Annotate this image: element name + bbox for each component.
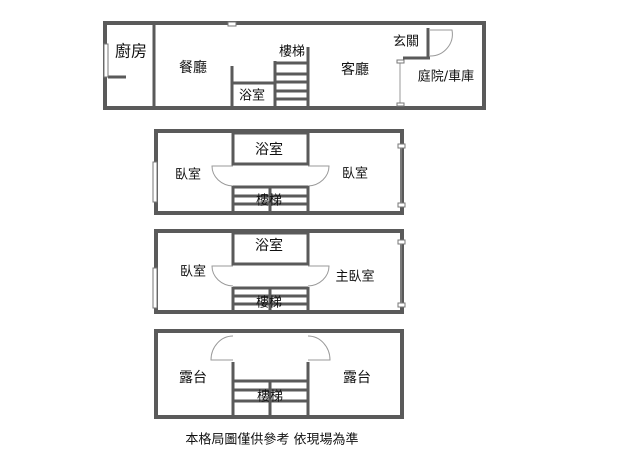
room-label-kitchen: 廚房 bbox=[115, 42, 147, 61]
stairs-2 bbox=[231, 185, 310, 211]
room-label-entry: 玄關 bbox=[393, 35, 419, 50]
stairs-4 bbox=[231, 362, 310, 417]
stairs-1 bbox=[273, 47, 310, 106]
room-label-terrace: 露台 bbox=[179, 370, 207, 386]
room-label-bath: 浴室 bbox=[239, 88, 265, 104]
floor-1: 廚房 餐廳 樓梯 浴室 客廳 玄關 庭院/車庫 bbox=[103, 21, 486, 110]
room-label-yard-garage: 庭院/車庫 bbox=[418, 69, 474, 85]
room-label-bath: 浴室 bbox=[255, 237, 283, 254]
room-label-living: 客廳 bbox=[341, 61, 369, 78]
floor-2: 浴室 臥室 臥室 樓梯 bbox=[152, 129, 406, 215]
room-label-stairs: 樓梯 bbox=[256, 194, 282, 209]
room-label-bedroom: 臥室 bbox=[342, 166, 368, 182]
room-label-stairs: 樓梯 bbox=[257, 390, 283, 405]
room-label-master-bedroom: 主臥室 bbox=[335, 269, 374, 285]
room-label-stairs: 樓梯 bbox=[256, 296, 282, 311]
room-label-bedroom: 臥室 bbox=[180, 264, 206, 280]
stairs-3 bbox=[231, 286, 310, 310]
floor-3: 浴室 臥室 主臥室 樓梯 bbox=[152, 229, 406, 314]
disclaimer-caption: 本格局圖僅供參考 依現場為準 bbox=[185, 432, 358, 448]
floor-4: 露台 露台 樓梯 bbox=[154, 329, 404, 419]
room-label-bath: 浴室 bbox=[255, 141, 283, 158]
room-label-dining: 餐廳 bbox=[179, 59, 207, 76]
room-label-terrace: 露台 bbox=[343, 370, 371, 386]
room-label-bedroom: 臥室 bbox=[175, 167, 201, 183]
room-label-stairs: 樓梯 bbox=[279, 45, 305, 60]
